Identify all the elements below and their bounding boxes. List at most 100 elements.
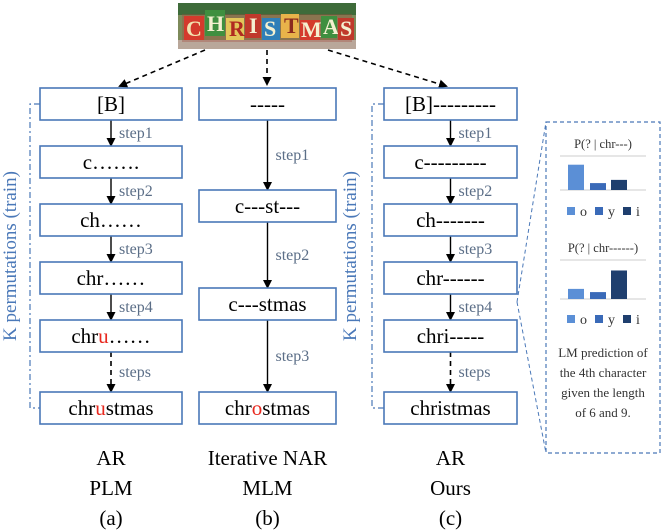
permutation-bracket <box>371 103 384 409</box>
sequence-part: stmas <box>262 396 310 420</box>
legend-swatch <box>623 315 631 323</box>
svg-text:I: I <box>249 13 258 38</box>
sequence-box: christmas <box>383 391 518 425</box>
banner-arrow-a <box>118 49 206 88</box>
sequence-text: chrustmas <box>68 396 153 420</box>
step-label: step2 <box>119 183 153 200</box>
bar-i <box>611 270 627 299</box>
svg-text:S: S <box>340 16 352 41</box>
inset-note-line: LM prediction of <box>558 345 648 360</box>
svg-text:S: S <box>264 16 276 41</box>
step-label: step2 <box>276 247 310 264</box>
panel-caption: AR <box>96 446 125 470</box>
sequence-text: chrostmas <box>225 396 310 420</box>
panel-caption: Iterative NAR <box>208 446 328 470</box>
inset-chart-title: P(? | chr---) <box>574 137 632 151</box>
step-label: step4 <box>459 299 493 316</box>
inset-note-line: of 6 and 9. <box>575 405 631 420</box>
sequence-part: stmas <box>106 396 154 420</box>
sequence-text: [B] <box>97 92 125 116</box>
panel-caption: (a) <box>99 506 122 530</box>
sequence-box: c--------- <box>383 145 518 179</box>
sequence-text: chr------ <box>416 266 484 290</box>
inset-note-line: given the length <box>561 385 645 400</box>
sequence-box: [B]--------- <box>383 87 518 121</box>
panel-caption: PLM <box>89 476 133 500</box>
sequence-part: [B] <box>97 92 125 116</box>
legend-label: y <box>608 205 615 220</box>
step-label: step1 <box>459 125 493 142</box>
inset-note-line: the 4th character <box>560 365 647 380</box>
sequence-part: c--------- <box>414 150 486 174</box>
sequence-box: ch------- <box>383 203 518 237</box>
sequence-box: c……. <box>39 145 183 179</box>
sequence-text: c---stmas <box>228 292 306 316</box>
sequence-box: chru…… <box>39 319 183 353</box>
banner-arrow-c <box>327 49 448 89</box>
sequence-box: chr------ <box>383 261 518 295</box>
panel-c: step1step2step3step4steps[B]---------c--… <box>340 87 518 530</box>
permutation-bracket <box>29 103 40 409</box>
inset-connector-top <box>516 121 547 303</box>
highlighted-char: u <box>95 396 106 420</box>
sequence-text: chru…… <box>71 324 150 348</box>
sequence-part: c……. <box>83 150 140 174</box>
sequence-part: ch…… <box>80 208 142 232</box>
legend-swatch <box>595 207 603 215</box>
sequence-text: christmas <box>410 396 490 420</box>
sequence-box: c---stmas <box>198 287 337 321</box>
step-label: step4 <box>119 299 153 316</box>
legend-label: i <box>636 313 640 328</box>
step-label: step1 <box>119 125 153 142</box>
legend-swatch <box>595 315 603 323</box>
sequence-part: chri----- <box>417 324 485 348</box>
permutation-label: K permutations (train) <box>340 171 361 341</box>
sequence-part: [B]--------- <box>405 92 496 116</box>
sequence-part: chr <box>71 324 98 348</box>
panel-caption: (c) <box>439 506 462 530</box>
legend-label: o <box>580 313 587 328</box>
step-label: steps <box>459 364 491 381</box>
bar-y <box>590 183 606 190</box>
highlighted-char: o <box>252 396 263 420</box>
sequence-part: ch------- <box>416 208 485 232</box>
sequence-part: c---stmas <box>228 292 306 316</box>
legend-swatch <box>567 315 575 323</box>
bar-i <box>611 179 627 190</box>
sequence-text: c--------- <box>414 150 486 174</box>
bar-y <box>590 292 606 299</box>
sequence-text: c……. <box>83 150 140 174</box>
panel-b: step1step2step3-----c---st---c---stmasch… <box>198 87 337 530</box>
sequence-box: [B] <box>39 87 183 121</box>
sequence-box: chrustmas <box>39 391 183 425</box>
svg-text:H: H <box>207 11 224 36</box>
panel-caption: MLM <box>242 476 293 500</box>
sequence-part: christmas <box>410 396 490 420</box>
svg-text:M: M <box>301 17 322 42</box>
sequence-text: ch…… <box>80 208 142 232</box>
sequence-box: chri----- <box>383 319 518 353</box>
sequence-text: ----- <box>250 92 285 116</box>
panel-caption: Ours <box>430 476 471 500</box>
sequence-box: chrostmas <box>198 391 337 425</box>
step-label: step3 <box>119 241 153 258</box>
christmas-banner-image: C H R I S T M A S <box>178 3 356 49</box>
panel-caption: (b) <box>255 506 280 530</box>
sequence-box: chr…… <box>39 261 183 295</box>
sequence-box: c---st--- <box>198 189 337 223</box>
sequence-box: ----- <box>198 87 337 121</box>
inset-connector-bottom <box>516 301 547 454</box>
highlighted-char: u <box>98 324 109 348</box>
sequence-box: ch…… <box>39 203 183 237</box>
sequence-part: chr <box>68 396 95 420</box>
legend-label: y <box>608 313 615 328</box>
sequence-part: c---st--- <box>235 194 300 218</box>
step-label: steps <box>119 364 151 381</box>
svg-text:R: R <box>229 16 246 41</box>
legend-label: o <box>580 205 587 220</box>
sequence-text: c---st--- <box>235 194 300 218</box>
